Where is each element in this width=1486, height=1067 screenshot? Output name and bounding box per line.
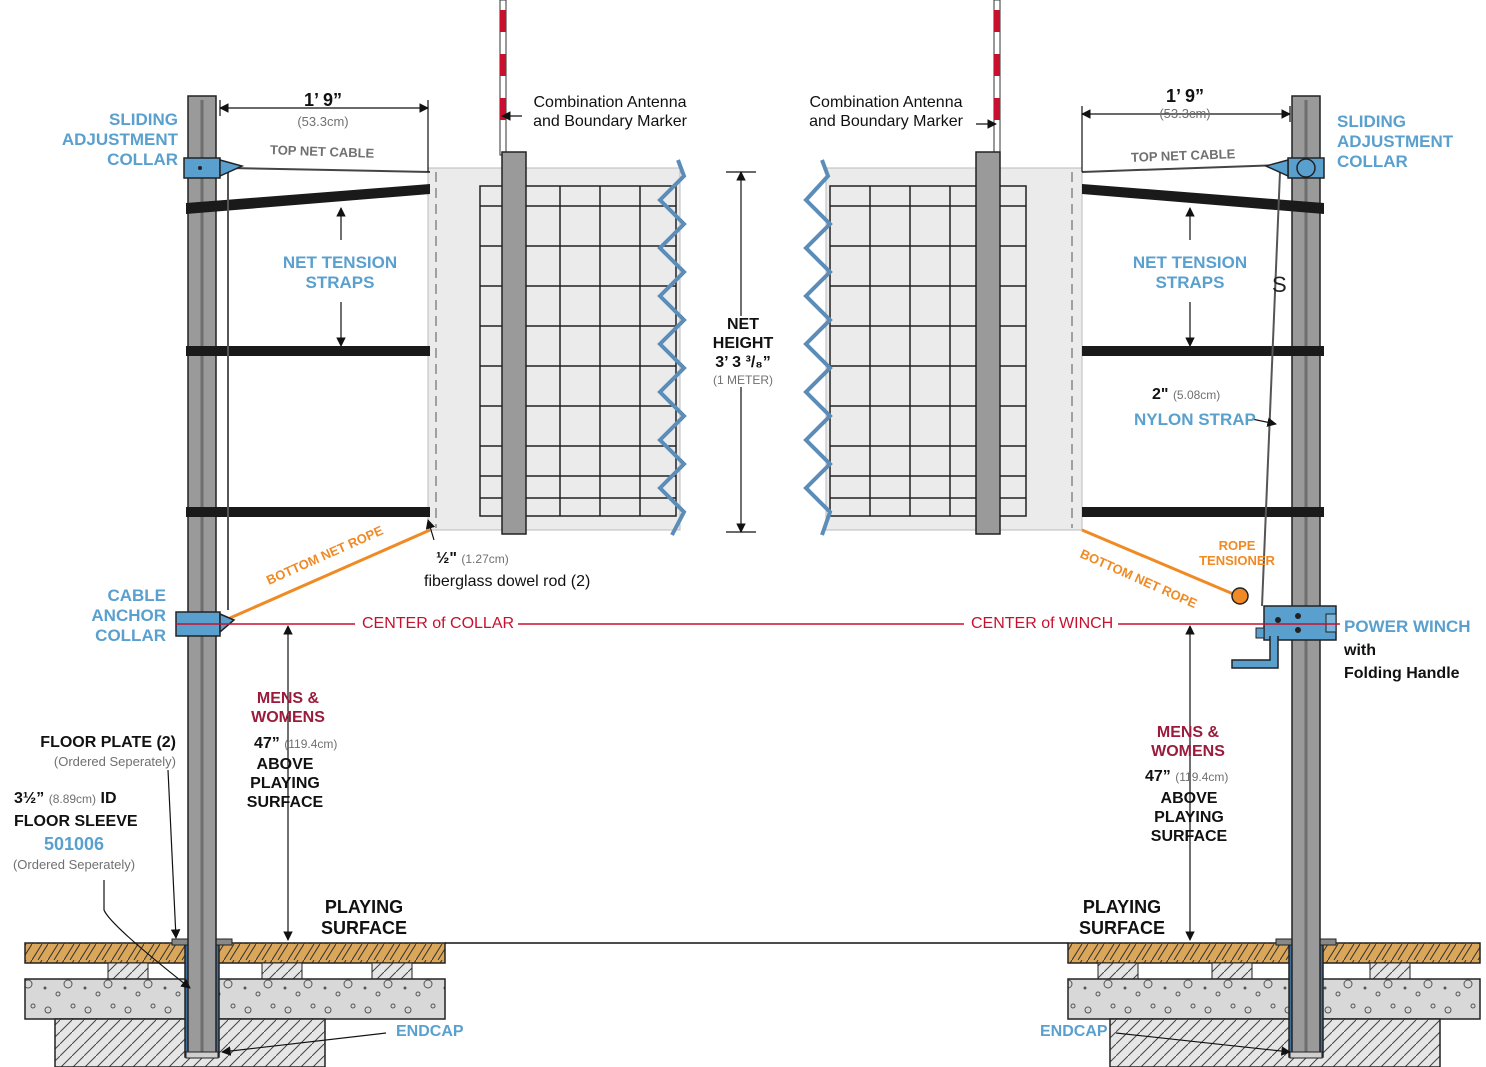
power-winch-label: POWER WINCH: [1344, 617, 1471, 636]
tension-straps-left: [186, 184, 430, 517]
nylon-strap-line: [1261, 171, 1281, 607]
net-right-half: [803, 159, 1083, 536]
rope-tensioner: [1231, 587, 1249, 605]
folding-handle-label: Folding Handle: [1344, 665, 1460, 682]
power-winch: [1231, 605, 1337, 669]
center-of-winch-label: CENTER of WINCH: [971, 615, 1114, 632]
width-dim-metric-left: (53.3cm): [297, 114, 349, 129]
net-left-half: [427, 159, 687, 536]
dowel-rod-size: ½" (1.27cm): [436, 550, 509, 567]
sliding-collar-right: [1263, 157, 1325, 179]
arrow-floor-sleeve: [103, 880, 191, 989]
arrow-nylon-strap: [1251, 417, 1277, 427]
bottom-net-rope-left: [229, 528, 431, 620]
height-value-right: 47” (119.4cm): [1145, 768, 1229, 785]
s-hook: S: [1272, 272, 1287, 297]
sliding-collar-left: [183, 157, 245, 179]
left-post: [185, 95, 219, 1059]
mens-womens-label-left: MENS &WOMENS: [251, 690, 325, 726]
width-dim-right: 1’ 9”: [1165, 86, 1205, 106]
bottom-net-rope-right: [1081, 528, 1239, 598]
nylon-strap-label: NYLON STRAP: [1134, 410, 1256, 429]
floor-plate-label: FLOOR PLATE (2): [40, 734, 176, 751]
antenna-right: [975, 0, 1001, 535]
right-post: [1289, 95, 1323, 1059]
floor-left: [24, 942, 446, 1067]
floor-sleeve-size: 3½” (8.89cm) ID: [14, 790, 117, 807]
floor-sleeve-label: FLOOR SLEEVE: [14, 813, 138, 830]
center-of-collar-label: CENTER of COLLAR: [362, 615, 515, 632]
winch-with-label: with: [1344, 642, 1376, 659]
arrow-dowel-rod: [425, 519, 436, 541]
mens-womens-label-right: MENS &WOMENS: [1151, 724, 1225, 760]
dowel-rod-label: fiberglass dowel rod (2): [424, 573, 591, 590]
width-dim-metric-right: (53.3cm): [1159, 106, 1211, 121]
endcap-label-left: ENDCAP: [396, 1023, 464, 1040]
top-net-cable-right: [1081, 164, 1281, 173]
arrow-endcap-left: [221, 1032, 387, 1056]
floor-plate-ordered-note: (Ordered Seperately): [53, 754, 176, 769]
endcap-label-right: ENDCAP: [1040, 1023, 1108, 1040]
nylon-strap-size: 2" (5.08cm): [1152, 386, 1221, 403]
floor-sleeve-ordered-note: (Ordered Seperately): [12, 857, 136, 872]
arrow-floor-plate: [167, 769, 181, 939]
floor-sleeve-part-number: 501006: [43, 834, 105, 854]
top-net-cable-left: [229, 167, 431, 173]
tension-straps-right: [1082, 184, 1324, 517]
width-dim-left: 1’ 9”: [303, 90, 343, 110]
floor-right: [1067, 942, 1481, 1067]
height-value-left: 47” (119.4cm): [254, 735, 338, 752]
arrow-endcap-right: [1115, 1032, 1291, 1056]
antenna-left: [499, 0, 527, 535]
